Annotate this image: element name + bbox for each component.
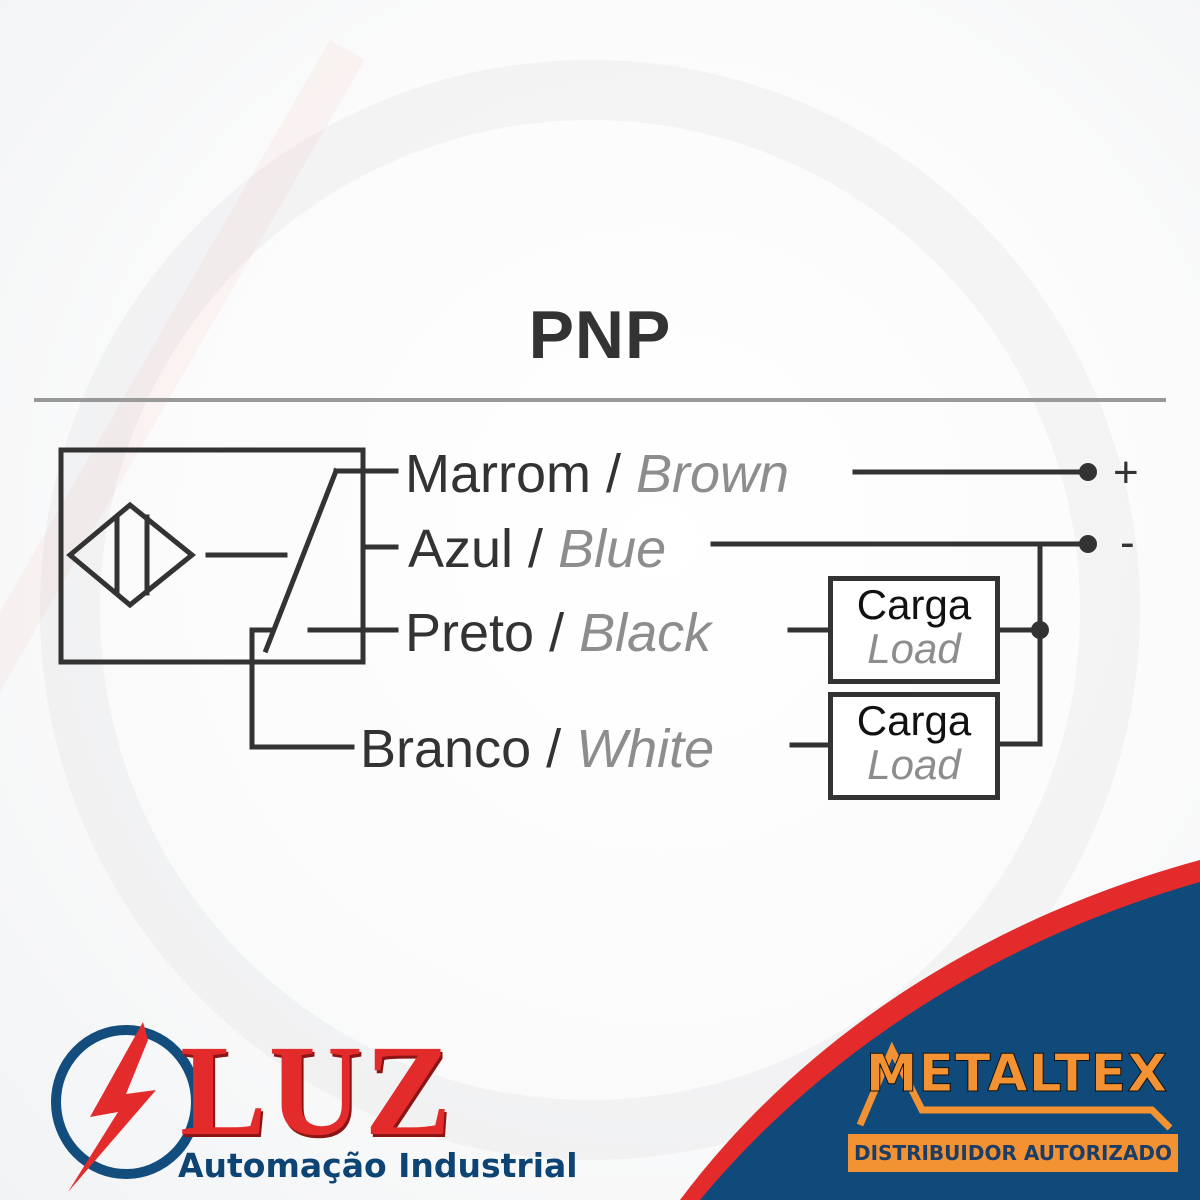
load-label-pt: Carga <box>856 581 972 628</box>
junction-dot <box>1031 621 1049 639</box>
separator: / <box>591 444 637 504</box>
wire-label-pt: Marrom <box>405 444 591 504</box>
luz-logo-subtitle: Automação Industrial <box>178 1146 578 1185</box>
separator: / <box>531 719 577 779</box>
metaltex-logo-name: METALTEX <box>865 1044 1169 1105</box>
terminal-minus-dot <box>1079 535 1097 553</box>
wire-label-pt: Azul <box>408 519 514 579</box>
wire-label-en: Blue <box>558 519 667 579</box>
separator: / <box>534 603 580 663</box>
wire-label-pt: Branco <box>360 719 532 779</box>
terminal-plus-label: + <box>1113 448 1139 497</box>
luz-logo <box>51 1022 201 1192</box>
wire-label-brown: Marrom / Brown <box>405 447 789 501</box>
wire-label-blue: Azul / Blue <box>408 522 666 576</box>
wire-label-en: Brown <box>636 444 790 504</box>
separator: / <box>513 519 559 579</box>
load-label-pt: Carga <box>856 697 972 744</box>
metaltex-logo-subtitle: DISTRIBUIDOR AUTORIZADO <box>848 1134 1178 1172</box>
diagram-title: PNP <box>528 297 672 373</box>
luz-logo-name: LUZ <box>180 1019 454 1163</box>
terminal-minus-label: - <box>1120 518 1135 567</box>
load-box-1: Carga Load <box>828 576 1000 684</box>
luz-ring-icon <box>51 1025 201 1179</box>
metaltex-logo-frame <box>856 1041 1172 1131</box>
load-label-en: Load <box>867 741 961 788</box>
load-label-en: Load <box>867 625 961 672</box>
lightning-bolt-icon <box>68 1022 156 1192</box>
load-box-2: Carga Load <box>828 692 1000 800</box>
footer-band <box>680 860 1200 1200</box>
title-divider <box>34 398 1166 402</box>
wire-label-black: Preto / Black <box>405 606 711 660</box>
wire-label-en: Black <box>579 603 712 663</box>
wire-label-pt: Preto <box>405 603 535 663</box>
sensor-body <box>58 447 366 665</box>
terminal-plus-dot <box>1079 463 1097 481</box>
wire-label-en: White <box>576 719 715 779</box>
sensor-symbol-icon <box>66 501 196 609</box>
wire-label-white: Branco / White <box>360 722 714 776</box>
